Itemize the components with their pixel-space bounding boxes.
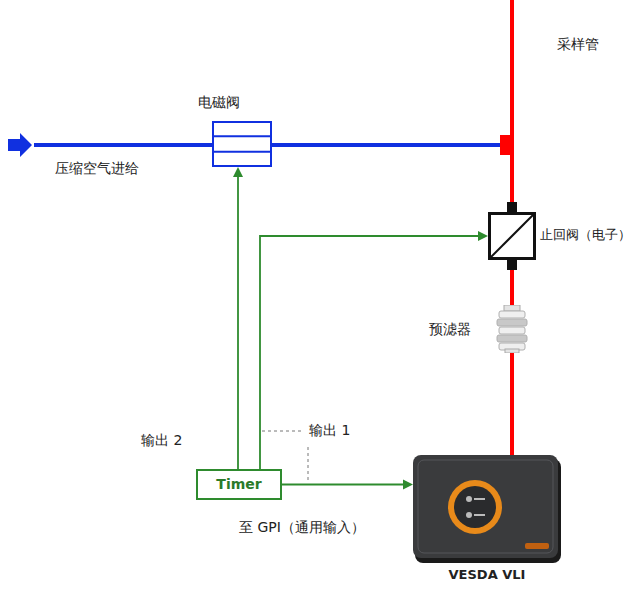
check-valve-outline	[488, 212, 536, 260]
sampling-pipe	[510, 353, 514, 455]
prefilter: 预滤器	[495, 305, 529, 353]
timer-outline	[197, 470, 281, 499]
status-ring	[448, 480, 502, 534]
vesda-vli-detector-outline	[413, 455, 561, 563]
status-bar	[474, 498, 485, 500]
output-label: 输出 1	[308, 422, 351, 439]
valve-body	[490, 214, 535, 259]
filter-cap	[504, 305, 520, 311]
prefilter-outline	[495, 305, 529, 353]
part-label: 预滤器	[429, 321, 471, 338]
control-wire	[237, 177, 239, 469]
solenoid-valve-outline	[212, 121, 272, 167]
pipe-tee	[500, 135, 510, 155]
valve-line	[213, 151, 271, 153]
part-label: 电磁阀	[198, 94, 240, 111]
timer-label: Timer	[216, 476, 261, 493]
arrow-head	[478, 231, 488, 241]
sampling-pipe	[510, 0, 514, 204]
device-bevel	[418, 460, 553, 553]
filter-band	[497, 335, 527, 342]
part-label: VESDA VLI	[413, 567, 561, 583]
valve-cap	[507, 260, 517, 270]
filter-band	[497, 319, 527, 326]
part-label: 止回阀（电子）	[540, 227, 631, 243]
leader-line	[308, 447, 309, 480]
sampling-pipe	[510, 270, 514, 305]
air-pipe	[272, 143, 504, 147]
front-badge	[525, 543, 549, 549]
device-body	[413, 455, 558, 558]
arrow-head	[233, 167, 243, 177]
vesda-vli-detector: VESDA VLI	[413, 455, 561, 563]
status-ring-inner	[454, 486, 496, 528]
filter-band	[499, 327, 525, 334]
check-valve: 止回阀（电子）	[488, 212, 536, 260]
control-wire	[260, 236, 478, 469]
timer-box: Timer	[196, 469, 282, 500]
inlet-label: 压缩空气进给	[54, 160, 140, 177]
valve-line	[213, 135, 271, 137]
air-pipe	[34, 143, 212, 147]
valve-diagonal	[490, 214, 534, 258]
filter-band	[499, 311, 525, 318]
status-dot	[466, 512, 472, 518]
leader-line	[262, 431, 304, 432]
output-label: 输出 2	[140, 432, 183, 449]
valve-body	[213, 122, 271, 166]
filter-cap	[505, 349, 519, 353]
status-dot	[466, 496, 472, 502]
signal-wire	[282, 484, 403, 486]
solenoid-valve: 电磁阀	[212, 121, 272, 167]
valve-cap	[507, 202, 517, 212]
arrow-head	[403, 480, 413, 490]
air-inlet-arrow	[8, 133, 32, 157]
status-bar	[474, 514, 485, 516]
pipe-label: 采样管	[556, 36, 600, 53]
signal-label: 至 GPI（通用输入）	[238, 519, 366, 536]
